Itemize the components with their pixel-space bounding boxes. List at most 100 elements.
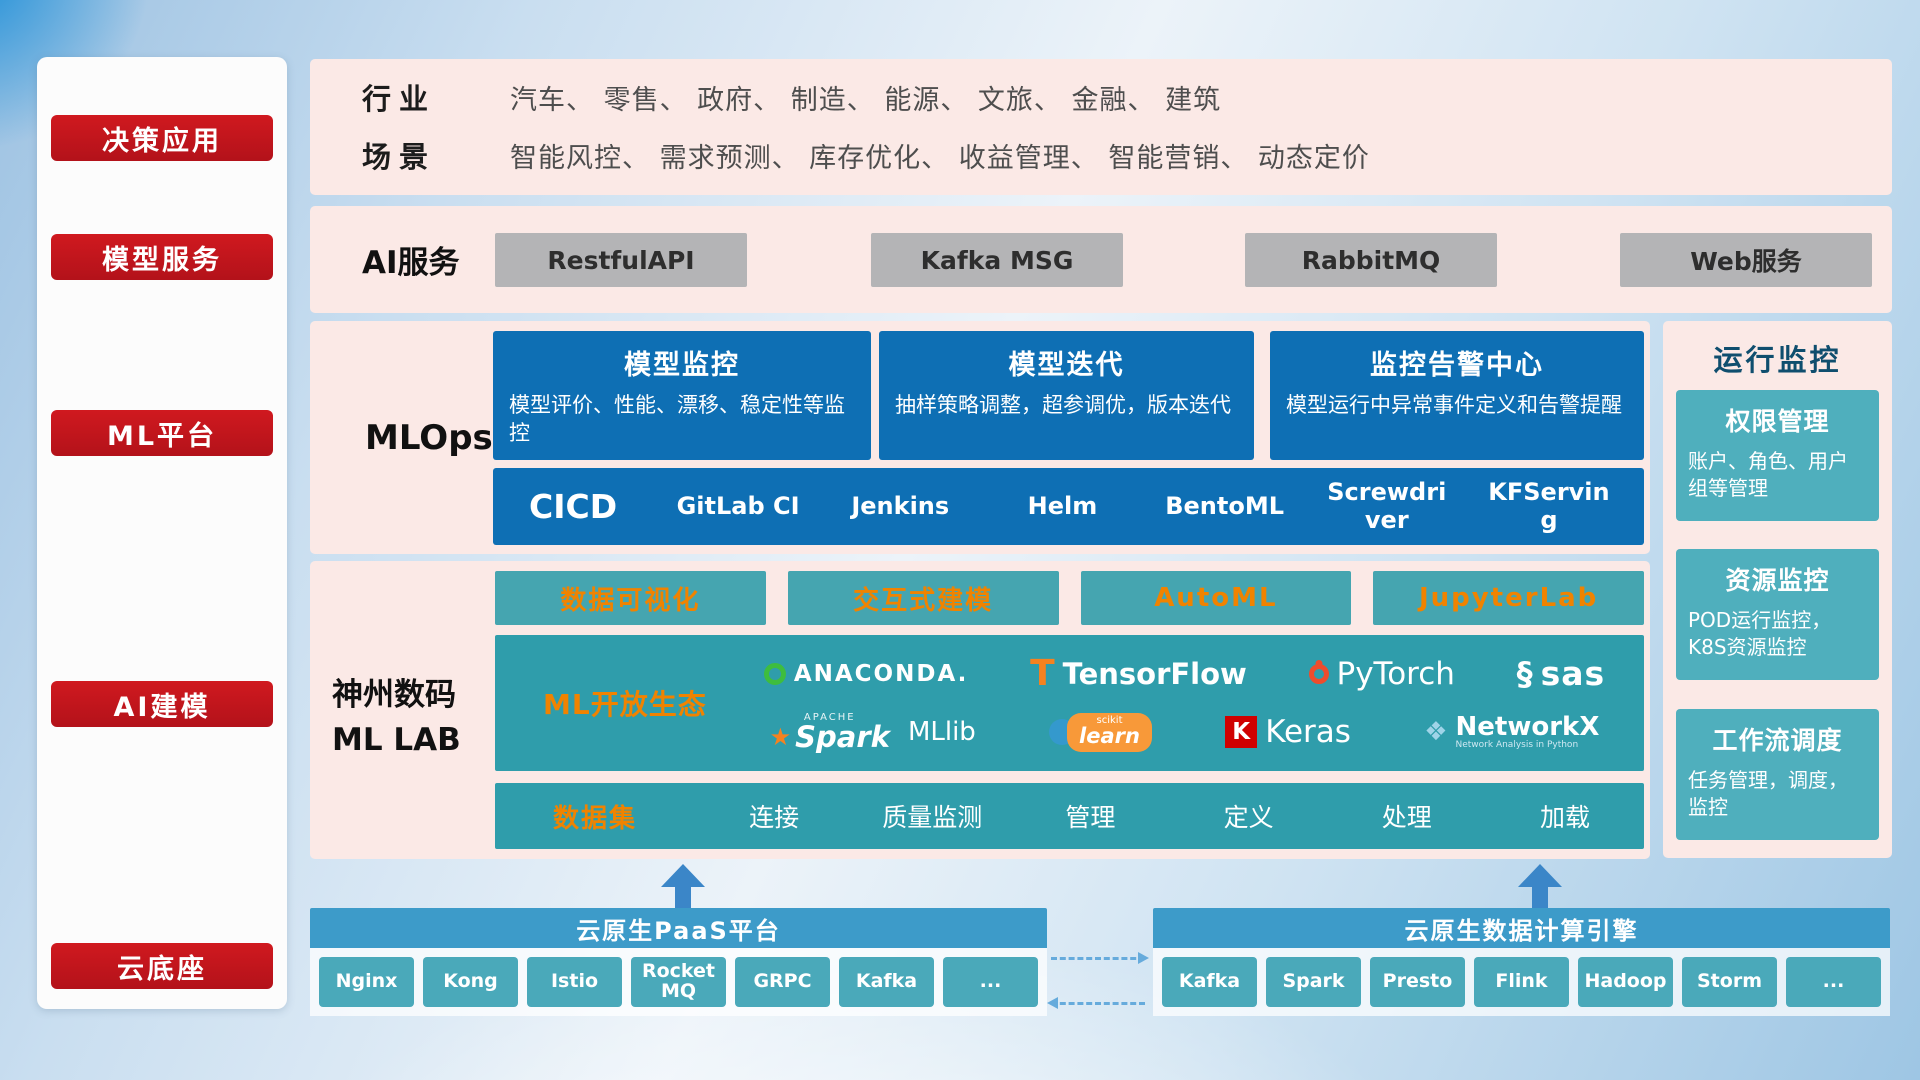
cicd-item-helm: Helm: [1027, 491, 1098, 520]
sidebar-item-ai-modeling: AI建模: [51, 681, 273, 727]
scikit-label: scikit: [1096, 714, 1123, 726]
paas-header: 云原生PaaS平台: [310, 908, 1047, 948]
card-desc: POD运行监控，K8S资源监控: [1688, 608, 1832, 659]
arrow-stem: [1532, 887, 1548, 908]
paas-item-nginx: Nginx: [319, 957, 414, 1007]
dataset-item-connect: 连接: [749, 803, 800, 832]
networkx-nodes-icon: ❖: [1424, 717, 1448, 748]
tensorflow-icon: T: [1030, 652, 1055, 694]
sidebar-item-cloud-base: 云底座: [51, 943, 273, 989]
ecosystem-label: ML开放生态: [543, 688, 707, 721]
card-desc: 模型运行中异常事件定义和告警提醒: [1286, 393, 1622, 417]
up-arrow-icon: [1518, 864, 1562, 908]
alert-center-card: 监控告警中心 模型运行中异常事件定义和告警提醒: [1270, 331, 1644, 460]
anaconda-label: ANACONDA.: [793, 660, 969, 687]
mllab-label: 神州数码 ML LAB: [332, 673, 492, 763]
monitoring-panel: 运行监控 权限管理 账户、角色、用户组等管理 资源监控 POD运行监控，K8S资…: [1663, 321, 1892, 858]
paas-item-rocketmq: RocketMQ: [631, 957, 726, 1007]
mllab-tools-row: 数据可视化 交互式建模 AutoML JupyterLab: [495, 571, 1644, 625]
service-box-kafka-msg: Kafka MSG: [871, 233, 1123, 287]
paas-items: Nginx Kong Istio RocketMQ GRPC Kafka ...: [310, 948, 1047, 1016]
tensorflow-logo: T TensorFlow: [1030, 652, 1247, 694]
cicd-item-jenkins: Jenkins: [851, 491, 950, 520]
service-box-rabbitmq: RabbitMQ: [1245, 233, 1497, 287]
engine-item-spark: Spark: [1266, 957, 1361, 1007]
tool-box-data-visualization: 数据可视化: [495, 571, 766, 625]
dataset-item-load: 加载: [1539, 803, 1590, 832]
pytorch-logo: PyTorch: [1308, 655, 1455, 692]
networkx-subtitle: Network Analysis in Python: [1455, 740, 1579, 751]
card-title: 监控告警中心: [1370, 350, 1544, 381]
industry-text: 汽车、 零售、 政府、 制造、 能源、 文旅、 金融、 建筑: [510, 84, 1222, 116]
networkx-wordmark: NetworkX Network Analysis in Python: [1455, 711, 1600, 751]
networkx-label: NetworkX: [1455, 711, 1600, 742]
engine-items: Kafka Spark Presto Flink Hadoop Storm ..…: [1153, 948, 1890, 1016]
engine-item-storm: Storm: [1682, 957, 1777, 1007]
cicd-item-gitlab-ci: GitLab CI: [676, 491, 800, 520]
paas-item-more: ...: [943, 957, 1038, 1007]
dataset-item-process: 处理: [1381, 803, 1432, 832]
ecosystem-logos: ANACONDA. T TensorFlow PyTorch § sas: [733, 635, 1636, 771]
paas-item-grpc: GRPC: [735, 957, 830, 1007]
dataset-item-quality: 质量监测: [882, 803, 983, 832]
learn-label: learn: [1079, 723, 1140, 748]
dataset-item-manage: 管理: [1065, 803, 1116, 832]
tool-box-jupyterlab: JupyterLab: [1373, 571, 1644, 625]
scenario-row: 场景 智能风控、 需求预测、 库存优化、 收益管理、 智能营销、 动态定价: [362, 133, 1868, 177]
cicd-item-kfserving: KFServing: [1488, 477, 1610, 534]
tensorflow-label: TensorFlow: [1062, 656, 1247, 691]
cicd-bar: CICD GitLab CI Jenkins Helm BentoML Scre…: [493, 468, 1644, 545]
pytorch-label: PyTorch: [1336, 655, 1455, 692]
spark-main: ★ Spark: [769, 719, 890, 754]
spark-apache-label: APACHE: [803, 711, 856, 723]
ai-service-panel: AI服务 RestfulAPI Kafka MSG RabbitMQ Web服务: [310, 206, 1892, 313]
mllab-label-line1: 神州数码: [332, 677, 456, 713]
sas-swirl-icon: §: [1516, 654, 1533, 693]
networkx-logo: ❖ NetworkX Network Analysis in Python: [1424, 711, 1600, 751]
engine-item-hadoop: Hadoop: [1578, 957, 1673, 1007]
sas-logo: § sas: [1517, 654, 1606, 693]
workflow-card: 工作流调度 任务管理，调度，监控: [1676, 709, 1879, 840]
anaconda-logo: ANACONDA.: [763, 660, 969, 687]
spark-label: Spark: [795, 719, 890, 754]
ecosystem-area: ML开放生态 ANACONDA. T TensorFlow PyTorch: [495, 635, 1644, 771]
dataset-bar: 数据集 连接 质量监测 管理 定义 处理 加载: [495, 783, 1644, 849]
model-monitoring-card: 模型监控 模型评价、性能、漂移、稳定性等监控: [493, 331, 871, 460]
keras-logo: K Keras: [1225, 714, 1351, 750]
dashed-arrow-left-icon: [1047, 997, 1145, 1009]
scenario-label: 场景: [362, 140, 437, 174]
mllab-label-line2: ML LAB: [332, 721, 461, 758]
paas-item-kafka: Kafka: [839, 957, 934, 1007]
card-title: 模型监控: [624, 350, 740, 381]
engine-item-kafka: Kafka: [1162, 957, 1257, 1007]
spark-star-icon: ★: [769, 723, 792, 752]
mllib-label: MLlib: [907, 717, 976, 748]
up-arrow-icon: [661, 864, 705, 908]
arrow-head: [1518, 864, 1562, 887]
sidebar-item-model-services: 模型服务: [51, 234, 273, 280]
card-title: 资源监控: [1725, 566, 1830, 595]
service-box-web: Web服务: [1620, 233, 1872, 287]
card-desc: 抽样策略调整，超参调优，版本迭代: [895, 393, 1231, 417]
sas-label: sas: [1540, 654, 1606, 694]
tool-box-automl: AutoML: [1080, 571, 1352, 625]
spark-mllib-logo: APACHE ★ Spark MLlib: [769, 711, 976, 754]
card-desc: 任务管理，调度，监控: [1688, 768, 1848, 819]
model-iteration-card: 模型迭代 抽样策略调整，超参调优，版本迭代: [879, 331, 1254, 460]
permission-card: 权限管理 账户、角色、用户组等管理: [1676, 390, 1879, 521]
mllab-panel: 神州数码 ML LAB 数据可视化 交互式建模 AutoML JupyterLa…: [310, 561, 1650, 859]
sidebar: 决策应用 模型服务 ML平台 AI建模 云底座: [37, 57, 287, 1009]
dataset-label: 数据集: [552, 803, 637, 834]
mlops-panel: MLOps 模型监控 模型评价、性能、漂移、稳定性等监控 模型迭代 抽样策略调整…: [310, 321, 1650, 554]
card-desc: 账户、角色、用户组等管理: [1688, 449, 1848, 500]
arrow-stem: [675, 887, 691, 908]
scenario-text: 智能风控、 需求预测、 库存优化、 收益管理、 智能营销、 动态定价: [510, 142, 1370, 174]
cicd-label: CICD: [529, 487, 618, 526]
monitoring-title: 运行监控: [1713, 343, 1842, 377]
spark-wordmark: APACHE ★ Spark: [769, 711, 890, 754]
engine-item-presto: Presto: [1370, 957, 1465, 1007]
keras-label: Keras: [1265, 714, 1351, 751]
card-title: 模型迭代: [1008, 350, 1125, 381]
resource-card: 资源监控 POD运行监控，K8S资源监控: [1676, 549, 1879, 680]
anaconda-ring-icon: [763, 662, 786, 685]
